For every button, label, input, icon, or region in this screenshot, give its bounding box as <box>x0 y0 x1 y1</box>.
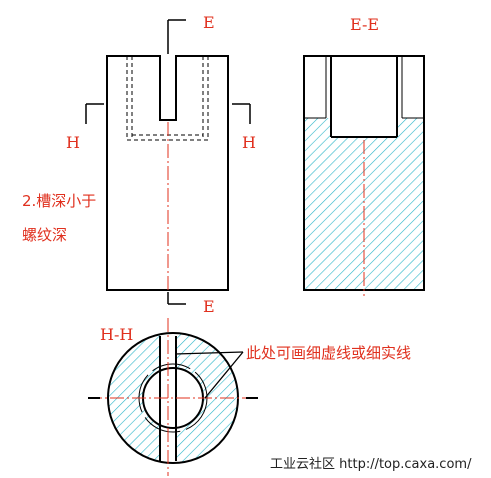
section-e-bottom-marker <box>167 292 186 305</box>
site-watermark: 工业云社区 http://top.caxa.com/ <box>270 456 472 472</box>
section-h-right-marker <box>232 103 251 124</box>
section-e-bottom-label: E <box>203 297 215 316</box>
section-view-thread-lines <box>304 56 424 138</box>
depth-note-line2: 螺纹深 <box>22 226 67 244</box>
front-view: E E H H <box>66 13 256 316</box>
note-leader-lines <box>174 351 244 399</box>
section-h-left-label: H <box>66 133 80 152</box>
section-h-right-label: H <box>242 133 256 152</box>
section-view-e-e: E-E <box>303 15 425 296</box>
depth-note-line1: 2.槽深小于 <box>22 192 96 210</box>
section-e-top-label: E <box>203 13 215 32</box>
section-view-title: E-E <box>350 15 379 34</box>
section-e-top-marker <box>167 19 186 54</box>
bottom-view-title: H-H <box>100 325 133 344</box>
front-view-outline <box>106 55 229 291</box>
section-view-hatch <box>304 118 424 290</box>
section-h-left-marker <box>85 103 104 124</box>
section-view-h-h: H-H 此处可画细虚线或细实线 <box>88 318 411 476</box>
line-note: 此处可画细虚线或细实线 <box>246 344 411 362</box>
